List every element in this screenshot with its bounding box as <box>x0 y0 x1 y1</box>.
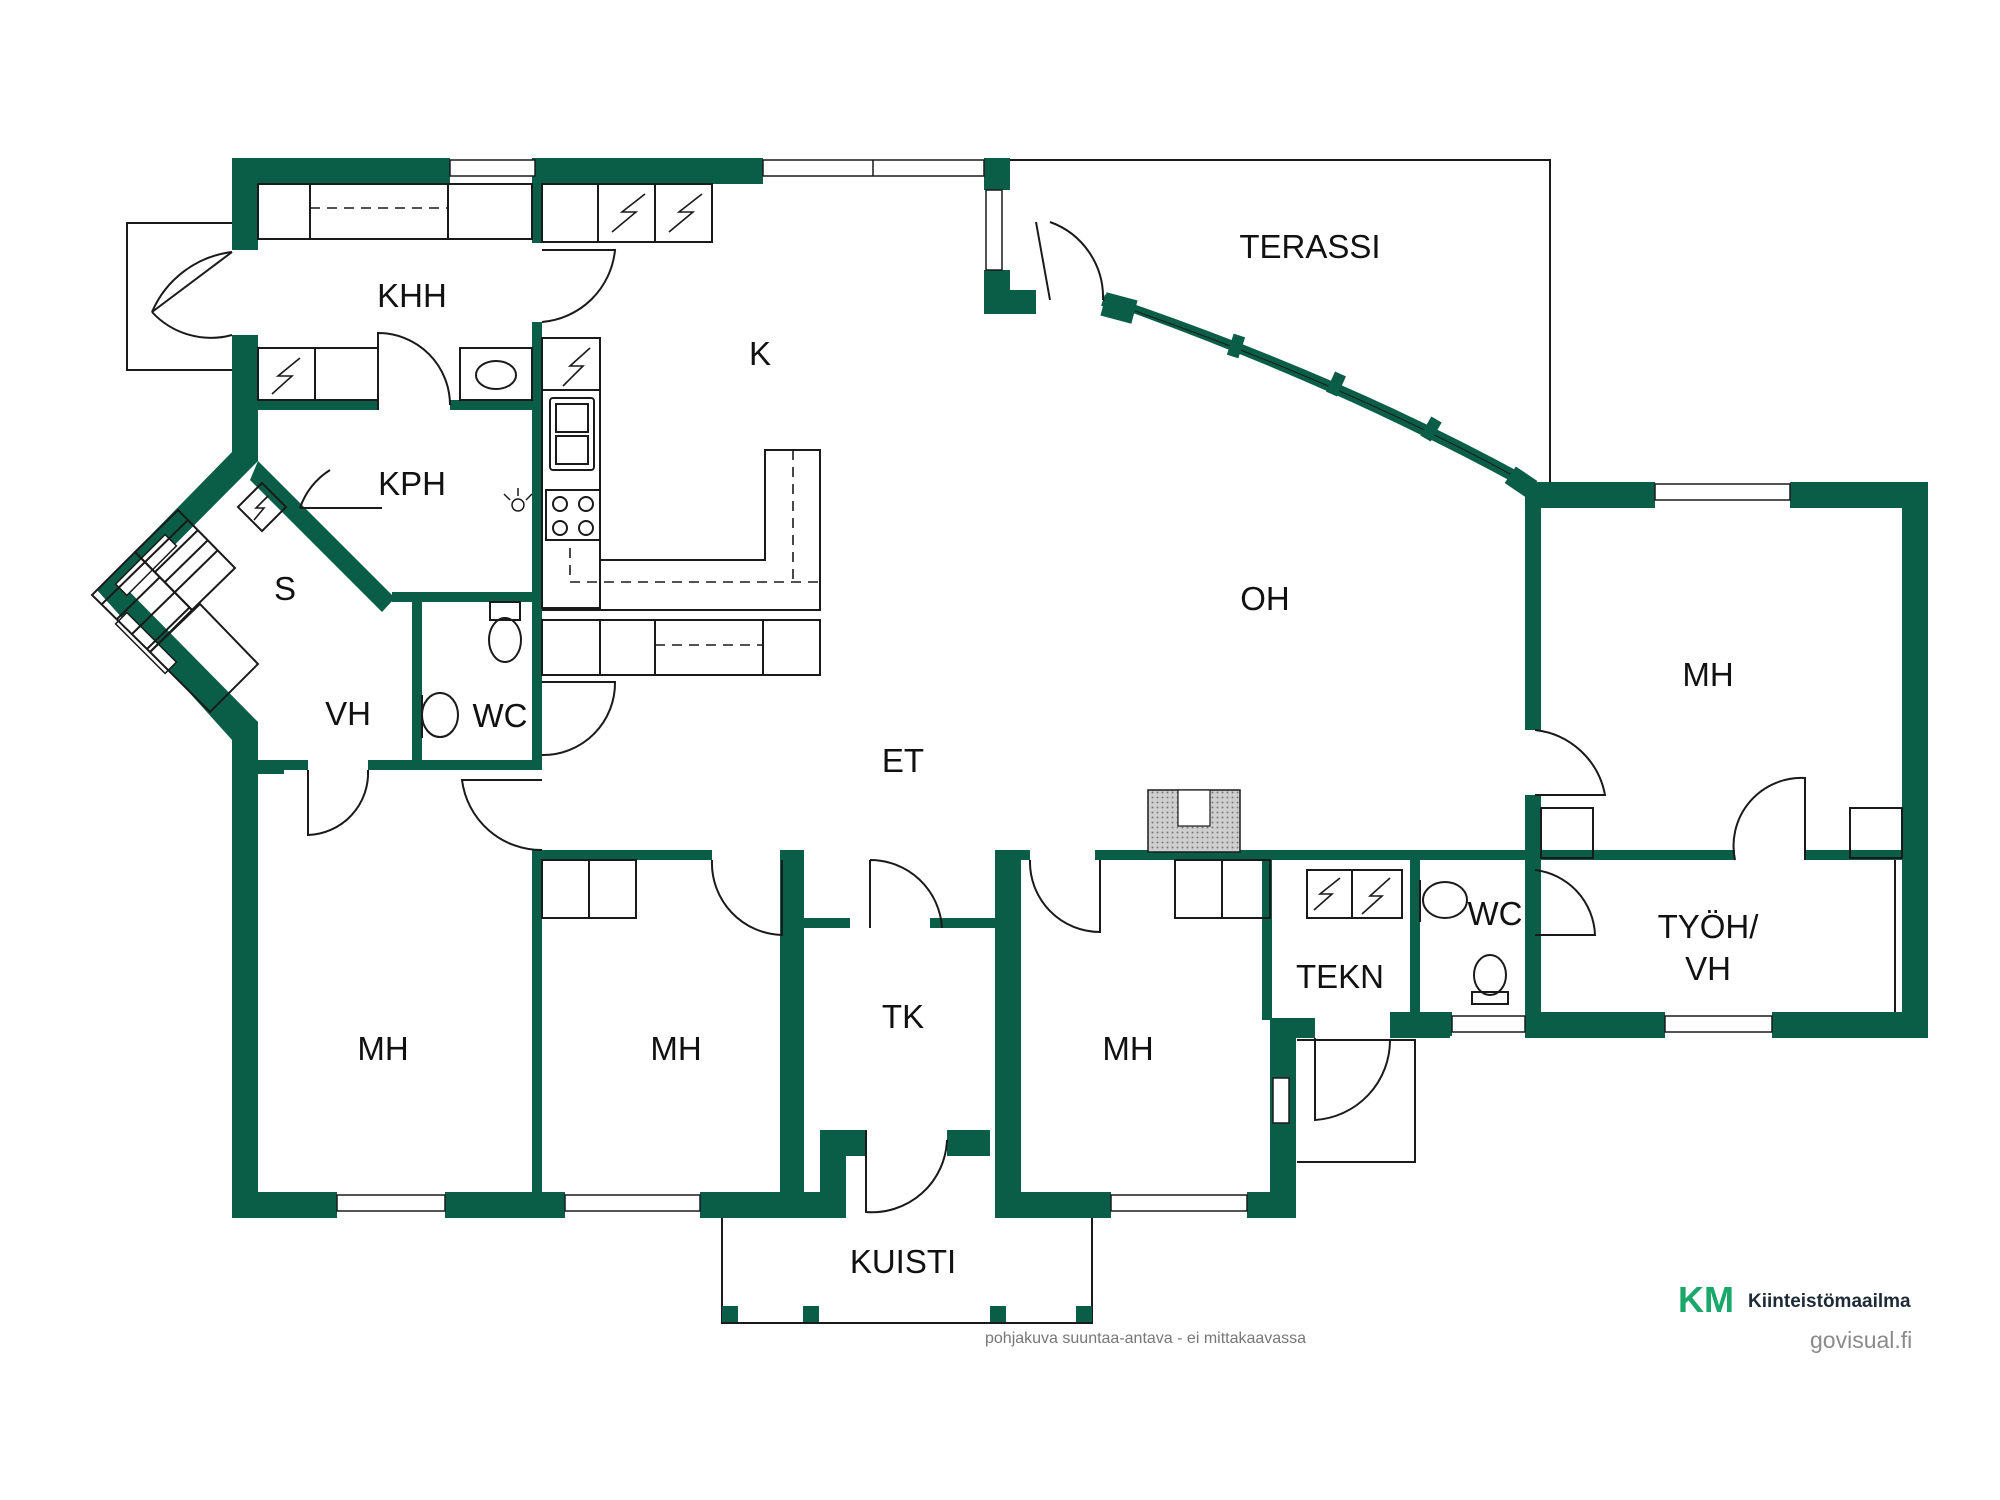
sink-icon <box>549 397 595 471</box>
sink-icon <box>475 360 517 390</box>
electric-appliance-icon <box>1313 877 1341 911</box>
sauna-bench <box>90 508 260 714</box>
electric-appliance-icon <box>271 357 301 395</box>
room-labels: TERASSI KHH K KPH S OH VH WC ET MH WC TY… <box>274 228 1759 1280</box>
curved-glazing <box>1100 292 1538 498</box>
toilet-icon <box>1471 954 1509 1005</box>
entrance-step-left <box>126 222 233 371</box>
electric-appliance-icon <box>562 347 591 387</box>
room-label-tekn: TEKN <box>1296 958 1384 995</box>
porch-outline <box>721 1218 1093 1324</box>
room-label-khh: KHH <box>377 277 447 314</box>
room-label-kph: KPH <box>378 465 446 502</box>
toilet-icon <box>488 601 522 663</box>
room-label-vh: VH <box>325 695 371 732</box>
brand-name: Kiinteistömaailma <box>1748 1291 1911 1312</box>
room-label-terassi: TERASSI <box>1239 228 1380 265</box>
room-label-mh-right: MH <box>1682 656 1733 693</box>
sauna-stove-icon <box>236 481 288 533</box>
sink-icon <box>1422 881 1468 919</box>
website-text: govisual.fi <box>1810 1327 1912 1353</box>
walls <box>97 158 1928 1218</box>
electric-appliance-icon <box>668 193 703 233</box>
room-label-mh-3: MH <box>1102 1030 1153 1067</box>
room-label-oh: OH <box>1240 580 1290 617</box>
entrance-step-right <box>1297 1039 1416 1163</box>
room-label-kuisti: KUISTI <box>850 1243 956 1280</box>
electric-appliance-icon <box>1361 877 1391 915</box>
room-label-tyoh-line2: VH <box>1685 950 1731 987</box>
room-label-wc-right: WC <box>1468 895 1523 932</box>
windows <box>114 159 1791 1212</box>
stove-icon <box>545 489 601 541</box>
room-label-s: S <box>274 570 296 607</box>
room-label-k: K <box>749 335 771 372</box>
room-label-tk: TK <box>882 998 924 1035</box>
porch-posts <box>722 1306 1092 1322</box>
brand-logo: KM Kiinteistömaailma <box>1678 1279 1911 1320</box>
room-label-mh-1: MH <box>357 1030 408 1067</box>
disclaimer-text: pohjakuva suuntaa-antava - ei mittakaava… <box>985 1330 1306 1347</box>
room-label-tyoh-line1: TYÖH/ <box>1658 908 1760 945</box>
room-label-wc-left: WC <box>473 697 528 734</box>
room-label-mh-2: MH <box>650 1030 701 1067</box>
sink-icon <box>421 692 459 738</box>
brand-mark: KM <box>1678 1279 1734 1320</box>
terrace-outline <box>1010 159 1551 490</box>
electric-appliance-icon <box>611 193 646 233</box>
fixtures <box>90 183 1903 1012</box>
room-label-et: ET <box>882 742 924 779</box>
doors <box>151 221 1806 1214</box>
fireplace-icon <box>1147 789 1241 853</box>
